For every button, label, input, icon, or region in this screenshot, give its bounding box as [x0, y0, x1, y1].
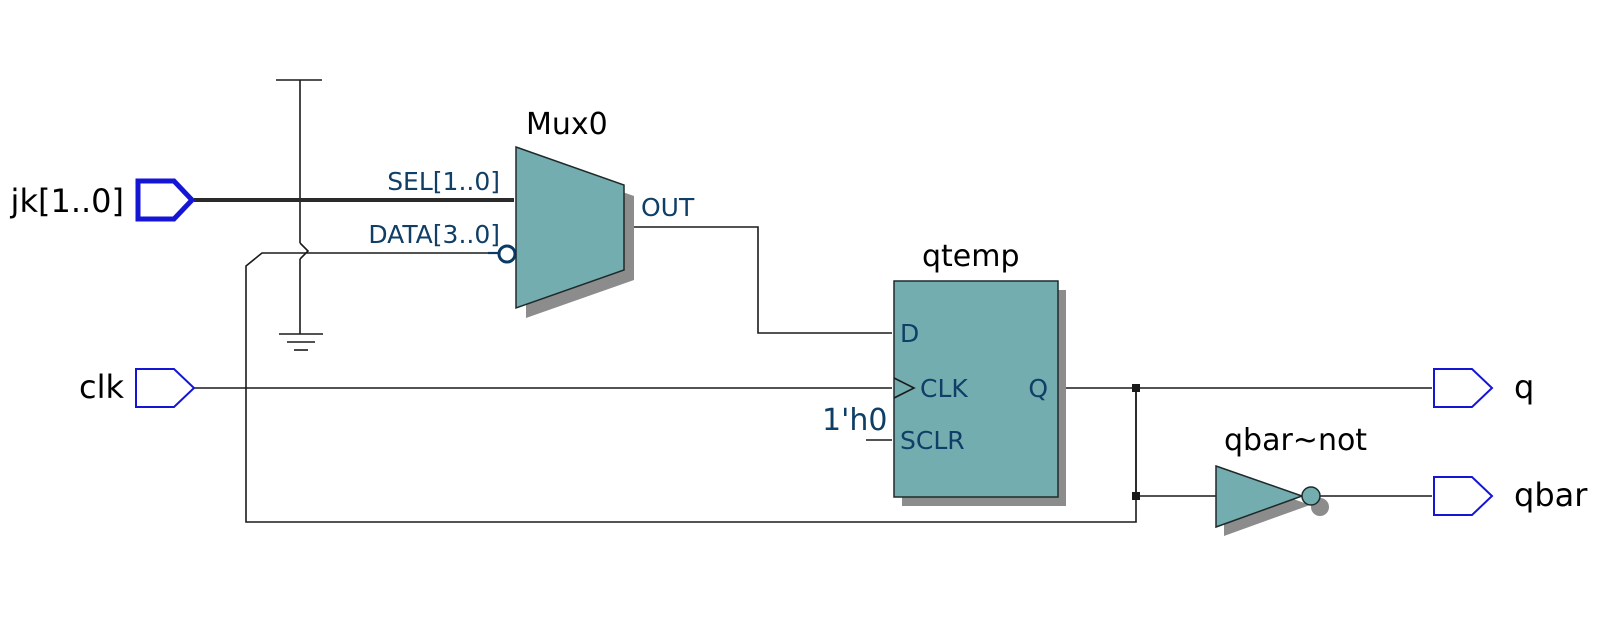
jk-input-pin[interactable]	[135, 178, 196, 222]
inverter-name: qbar~not	[1224, 423, 1367, 458]
clock-triangle-icon	[893, 377, 916, 399]
q-output-label: q	[1514, 368, 1534, 406]
flipflop-d-port: D	[900, 319, 919, 348]
clk-input-label: clk	[79, 368, 124, 406]
mux-name: Mux0	[526, 107, 608, 142]
clk-input-pin[interactable]	[135, 368, 196, 408]
crossover-hop	[299, 242, 310, 260]
qbar-output-label: qbar	[1514, 476, 1588, 514]
flipflop-q-port: Q	[1028, 374, 1048, 403]
mux-component[interactable]	[515, 145, 625, 310]
flipflop-name: qtemp	[922, 239, 1020, 274]
flipflop-component[interactable]	[893, 280, 1059, 498]
mux-data-port: DATA[3..0]	[368, 220, 500, 249]
junction-dot	[1132, 492, 1140, 500]
mux-sel-port: SEL[1..0]	[387, 167, 500, 196]
flipflop-clk-port: CLK	[920, 374, 968, 403]
mux-out-wire[interactable]	[624, 226, 892, 334]
junction-dot	[1132, 384, 1140, 392]
data-invert-bubble	[497, 244, 517, 264]
flipflop-sclr-port: SCLR	[900, 426, 965, 455]
jk-input-label: jk[1..0]	[10, 182, 124, 220]
qbar-output-pin[interactable]	[1433, 476, 1494, 516]
ground-symbol	[279, 333, 323, 351]
inverter-bubble	[1301, 486, 1321, 506]
sclr-constant: 1'h0	[822, 403, 887, 438]
mux-out-port: OUT	[641, 193, 695, 222]
q-output-pin[interactable]	[1433, 368, 1494, 408]
inverter-component[interactable]	[1215, 464, 1305, 529]
